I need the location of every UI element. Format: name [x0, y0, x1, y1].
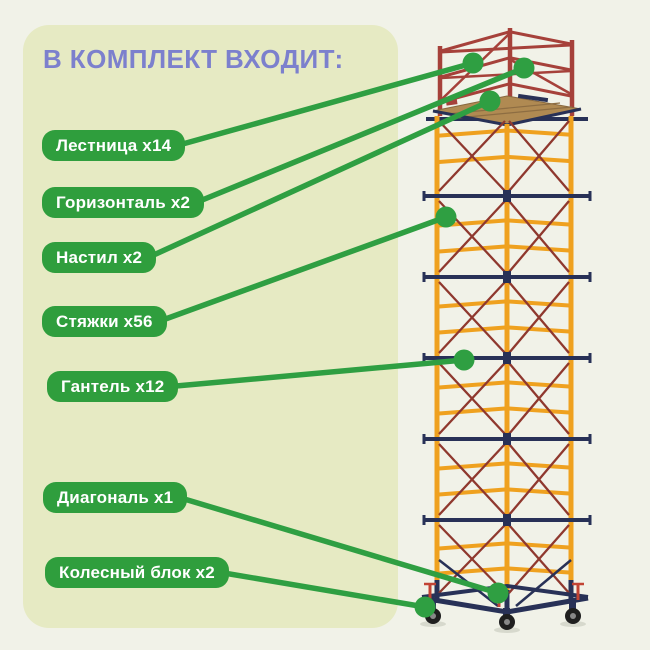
leader-line-ties	[155, 214, 449, 325]
callout-dot-diagonal	[487, 582, 509, 604]
kit-item-dumbbell: Гантель x12	[47, 371, 179, 402]
leader-lines	[145, 60, 527, 610]
kit-item-ladder: Лестница x14	[42, 130, 186, 161]
kit-item-wheel-block: Колесный блок x2	[45, 557, 229, 588]
callout-dot-wheel-block	[414, 596, 436, 618]
callout-dots	[414, 52, 535, 618]
leader-line-wheel-block	[218, 569, 428, 610]
kit-item-ties: Стяжки x56	[42, 306, 167, 337]
callout-dot-ladder	[462, 52, 484, 74]
callout-dot-horizontal	[513, 57, 535, 79]
leader-line-horizontal	[193, 65, 527, 206]
leader-line-dumbbell	[167, 357, 467, 390]
cross-ties	[438, 120, 570, 594]
kit-item-deck: Настил x2	[42, 242, 157, 273]
leader-line-deck	[145, 98, 493, 261]
wheel-base	[420, 559, 589, 633]
callout-dot-deck	[479, 90, 501, 112]
callout-dot-ties	[435, 206, 457, 228]
kit-item-horizontal: Горизонталь x2	[42, 187, 205, 218]
kit-item-diagonal: Диагональ x1	[43, 482, 188, 513]
leader-line-ladder	[174, 60, 476, 149]
page-title: В КОМПЛЕКТ ВХОДИТ:	[43, 44, 344, 74]
leader-line-diagonal	[176, 494, 501, 596]
connector-bars	[422, 190, 592, 526]
callout-dot-dumbbell	[453, 349, 475, 371]
